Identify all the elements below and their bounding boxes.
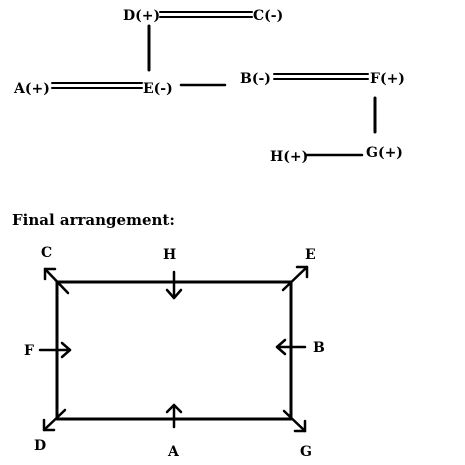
- arrow-c-facing: [43, 267, 70, 295]
- node-b: B(-): [240, 71, 271, 87]
- node-d: D(+): [123, 8, 160, 24]
- final-arrangement-heading: Final arrangement:: [12, 211, 175, 229]
- node-e: E(-): [143, 81, 173, 97]
- arrow-e-facing: [281, 265, 309, 292]
- marriage-line-a-e: [51, 82, 143, 89]
- side-label-h: H: [163, 247, 176, 263]
- seating-arrangement: C E D G H A F B: [24, 245, 325, 460]
- arrow-h-facing: [165, 270, 183, 300]
- node-g: G(+): [366, 145, 403, 161]
- marriage-line-b-f: [273, 73, 369, 80]
- arrow-b-facing: [275, 338, 307, 356]
- marriage-line-d-c: [159, 11, 253, 18]
- arrow-a-facing: [165, 403, 183, 429]
- corner-label-d: D: [34, 438, 46, 454]
- side-label-a: A: [167, 444, 180, 460]
- node-f: F(+): [370, 71, 405, 87]
- node-a: A(+): [13, 81, 50, 97]
- node-h: H(+): [270, 149, 308, 165]
- relationship-diagram: D(+) C(-) A(+) E(-) B(-) F(+) H(+) G(+): [13, 8, 405, 165]
- seating-rectangle: [55, 280, 293, 421]
- arrow-d-facing: [42, 408, 67, 432]
- arrow-g-facing: [282, 409, 307, 433]
- node-c: C(-): [253, 8, 283, 24]
- corner-label-e: E: [305, 247, 316, 263]
- corner-label-g: G: [300, 444, 312, 460]
- side-label-b: B: [313, 340, 325, 356]
- arrow-f-facing: [38, 341, 72, 359]
- corner-label-c: C: [41, 245, 52, 261]
- side-label-f: F: [24, 343, 34, 359]
